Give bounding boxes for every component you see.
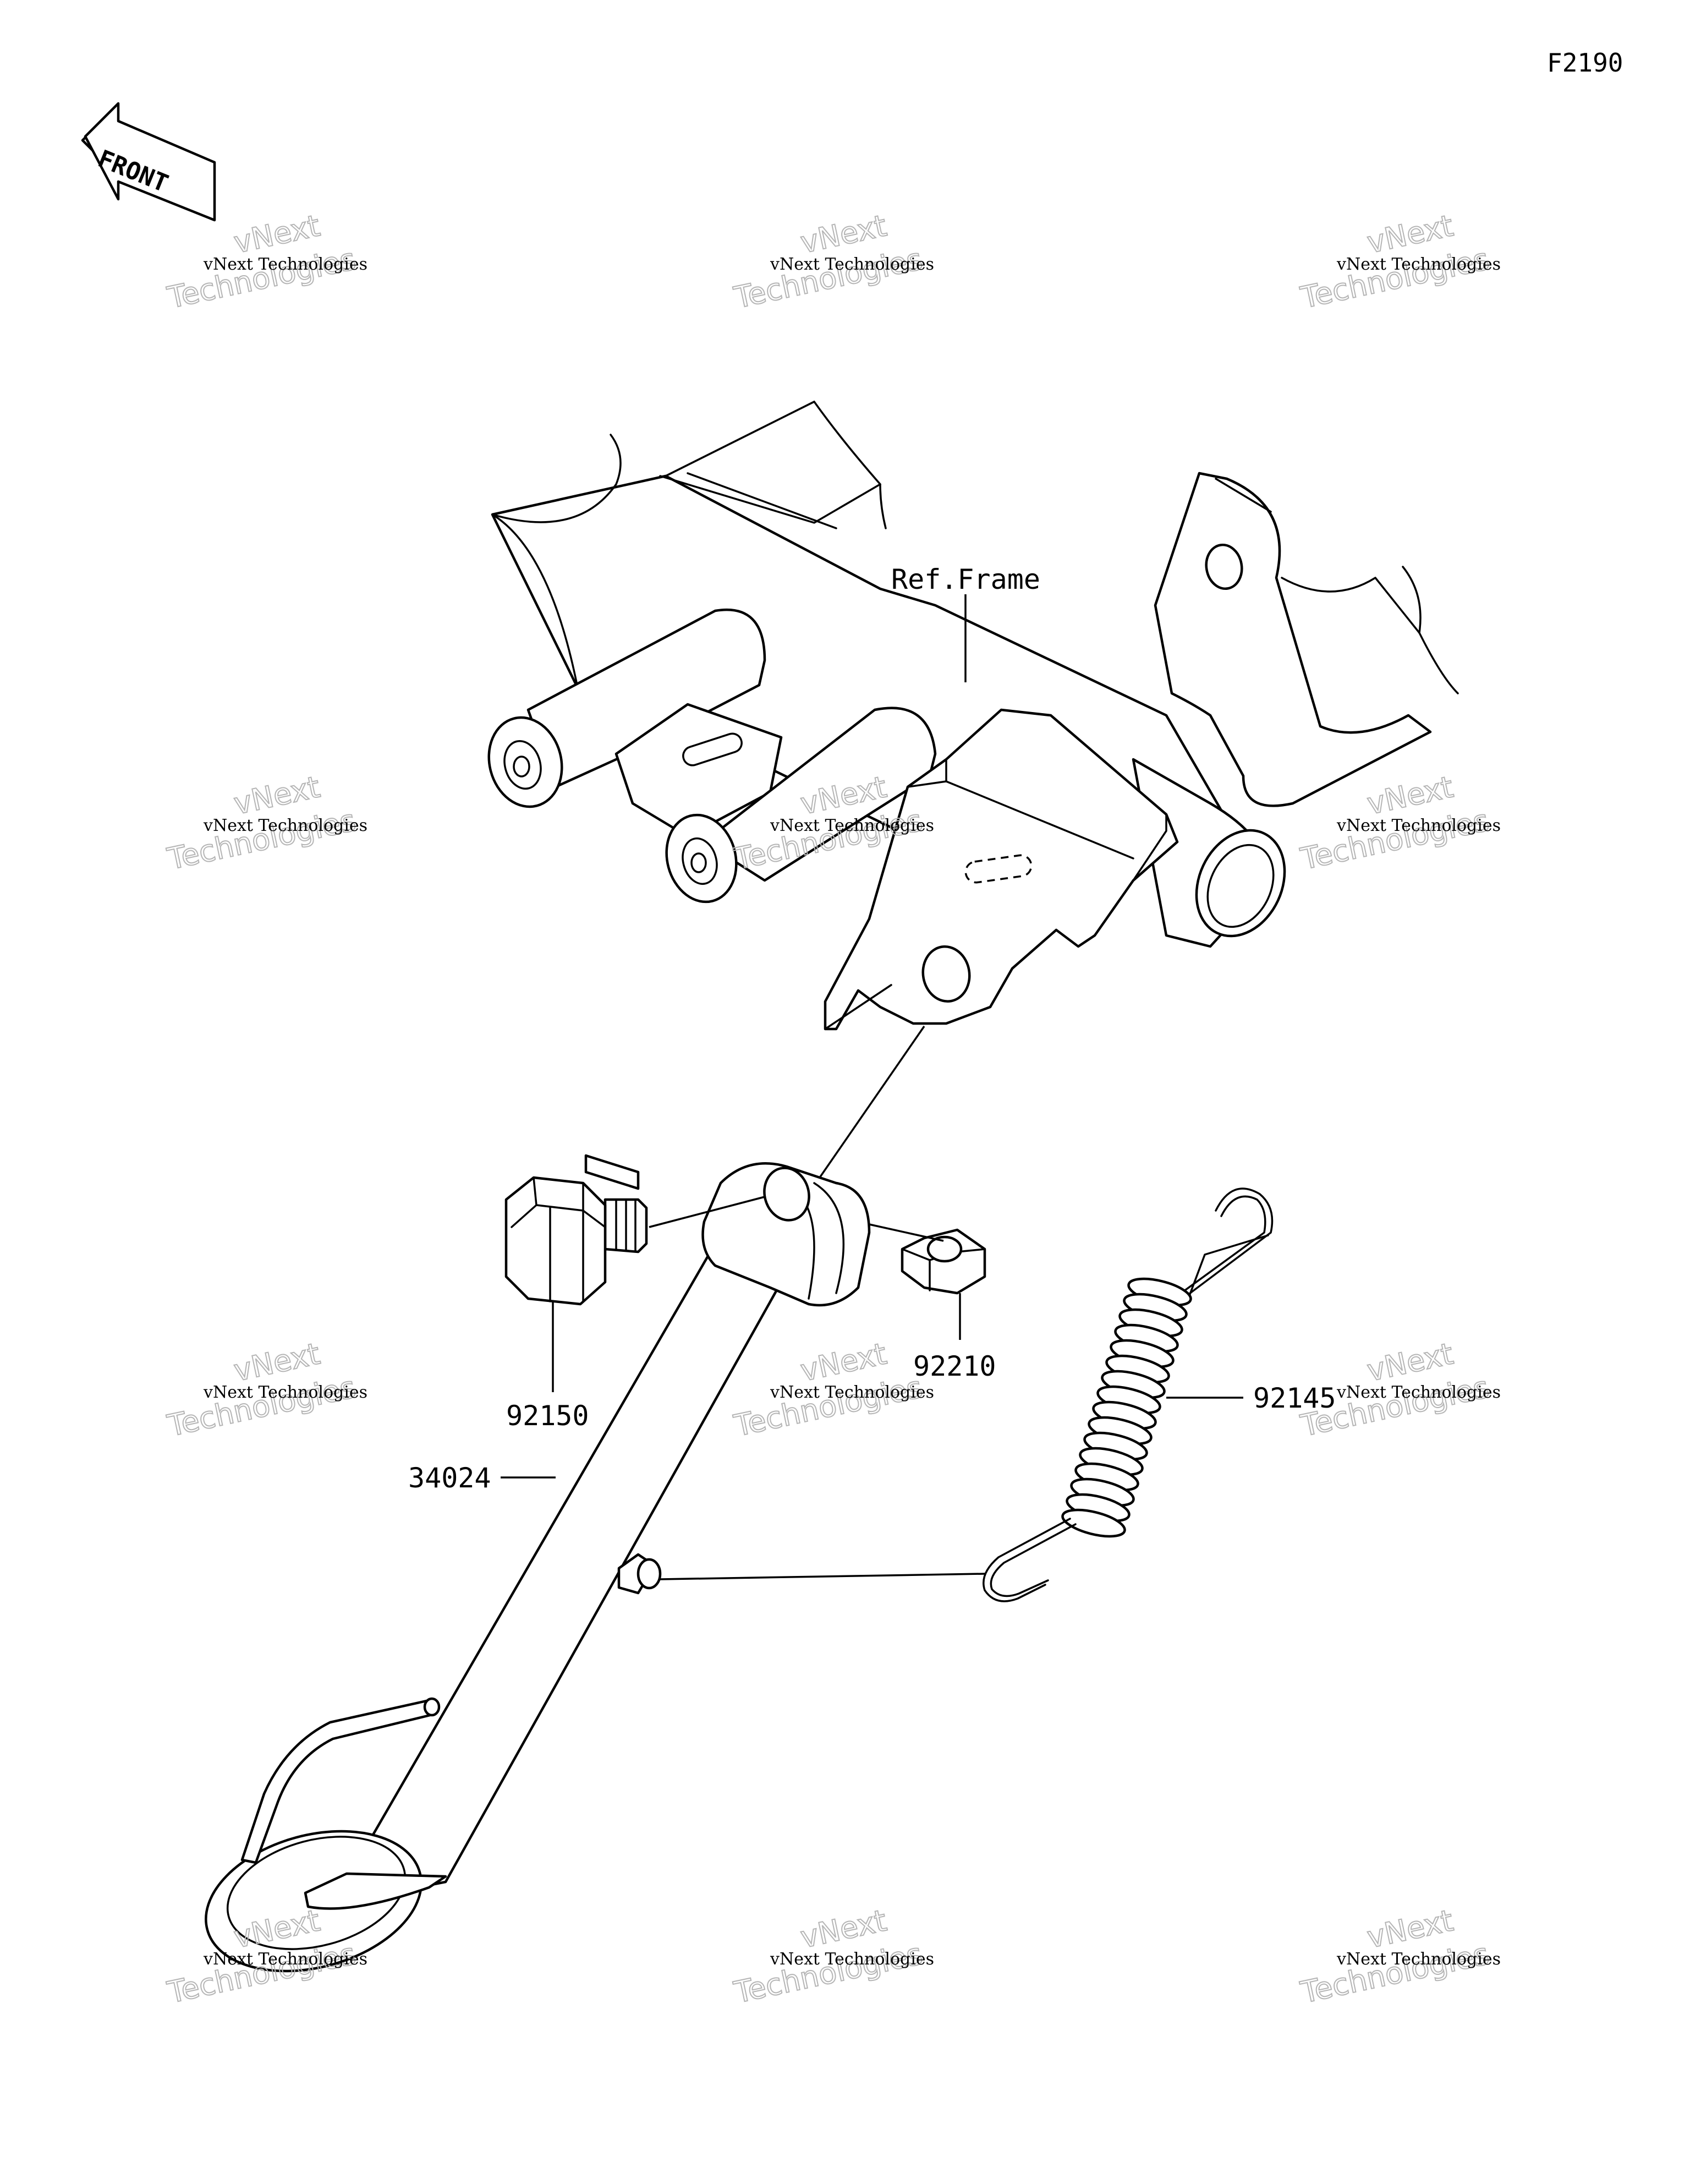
watermark: vNext Technologies vNext Technologies (164, 1335, 367, 1444)
nut (901, 1228, 986, 1295)
svg-text:vNext Technologies: vNext Technologies (1336, 1383, 1501, 1402)
callout-92150: 92150 (506, 1400, 589, 1432)
frame-reference-label: Ref.Frame (891, 563, 1040, 595)
svg-text:vNext Technologies: vNext Technologies (770, 255, 934, 274)
watermark-layer: vNext Technologies vNext Technologies vN… (164, 207, 1501, 2011)
watermark: vNext Technologies vNext Technologies (1297, 1902, 1501, 2011)
watermark: vNext Technologies vNext Technologies (731, 1335, 934, 1444)
watermark: vNext Technologies vNext Technologies (731, 769, 934, 877)
frame-assembly (487, 401, 1459, 1031)
watermark: vNext Technologies vNext Technologies (1297, 207, 1501, 316)
callout-92145: 92145 (1253, 1382, 1336, 1414)
bolt-insert-leader (649, 1196, 765, 1228)
svg-text:vNext Technologies: vNext Technologies (1336, 816, 1501, 835)
svg-text:vNext Technologies: vNext Technologies (203, 1383, 367, 1402)
svg-text:vNext Technologies: vNext Technologies (203, 1950, 367, 1969)
svg-text:vNext Technologies: vNext Technologies (203, 816, 367, 835)
figure-number: F2190 (1547, 48, 1623, 78)
nut-insert-leader (869, 1223, 944, 1242)
bracket-to-pivot-leader (819, 1026, 925, 1178)
spring-pin-leader (660, 1573, 985, 1580)
bolt (504, 1154, 648, 1306)
callout-34024: 34024 (408, 1462, 491, 1494)
watermark: vNext Technologies vNext Technologies (731, 1902, 934, 2011)
watermark: vNext Technologies vNext Technologies (164, 769, 367, 877)
svg-text:vNext Technologies: vNext Technologies (770, 1383, 934, 1402)
svg-text:vNext Technologies: vNext Technologies (1336, 255, 1501, 274)
svg-text:vNext Technologies: vNext Technologies (1336, 1950, 1501, 1969)
svg-text:vNext Technologies: vNext Technologies (203, 255, 367, 274)
watermark: vNext Technologies vNext Technologies (164, 207, 367, 316)
watermark: vNext Technologies vNext Technologies (731, 207, 934, 316)
callout-92210: 92210 (913, 1350, 996, 1382)
side-stand (205, 1162, 871, 1973)
spring (983, 1187, 1274, 1602)
front-arrow-icon: FRONT (81, 102, 216, 222)
svg-text:vNext Technologies: vNext Technologies (770, 1950, 934, 1969)
svg-text:vNext Technologies: vNext Technologies (770, 816, 934, 835)
spring-coils (1061, 1277, 1192, 1538)
